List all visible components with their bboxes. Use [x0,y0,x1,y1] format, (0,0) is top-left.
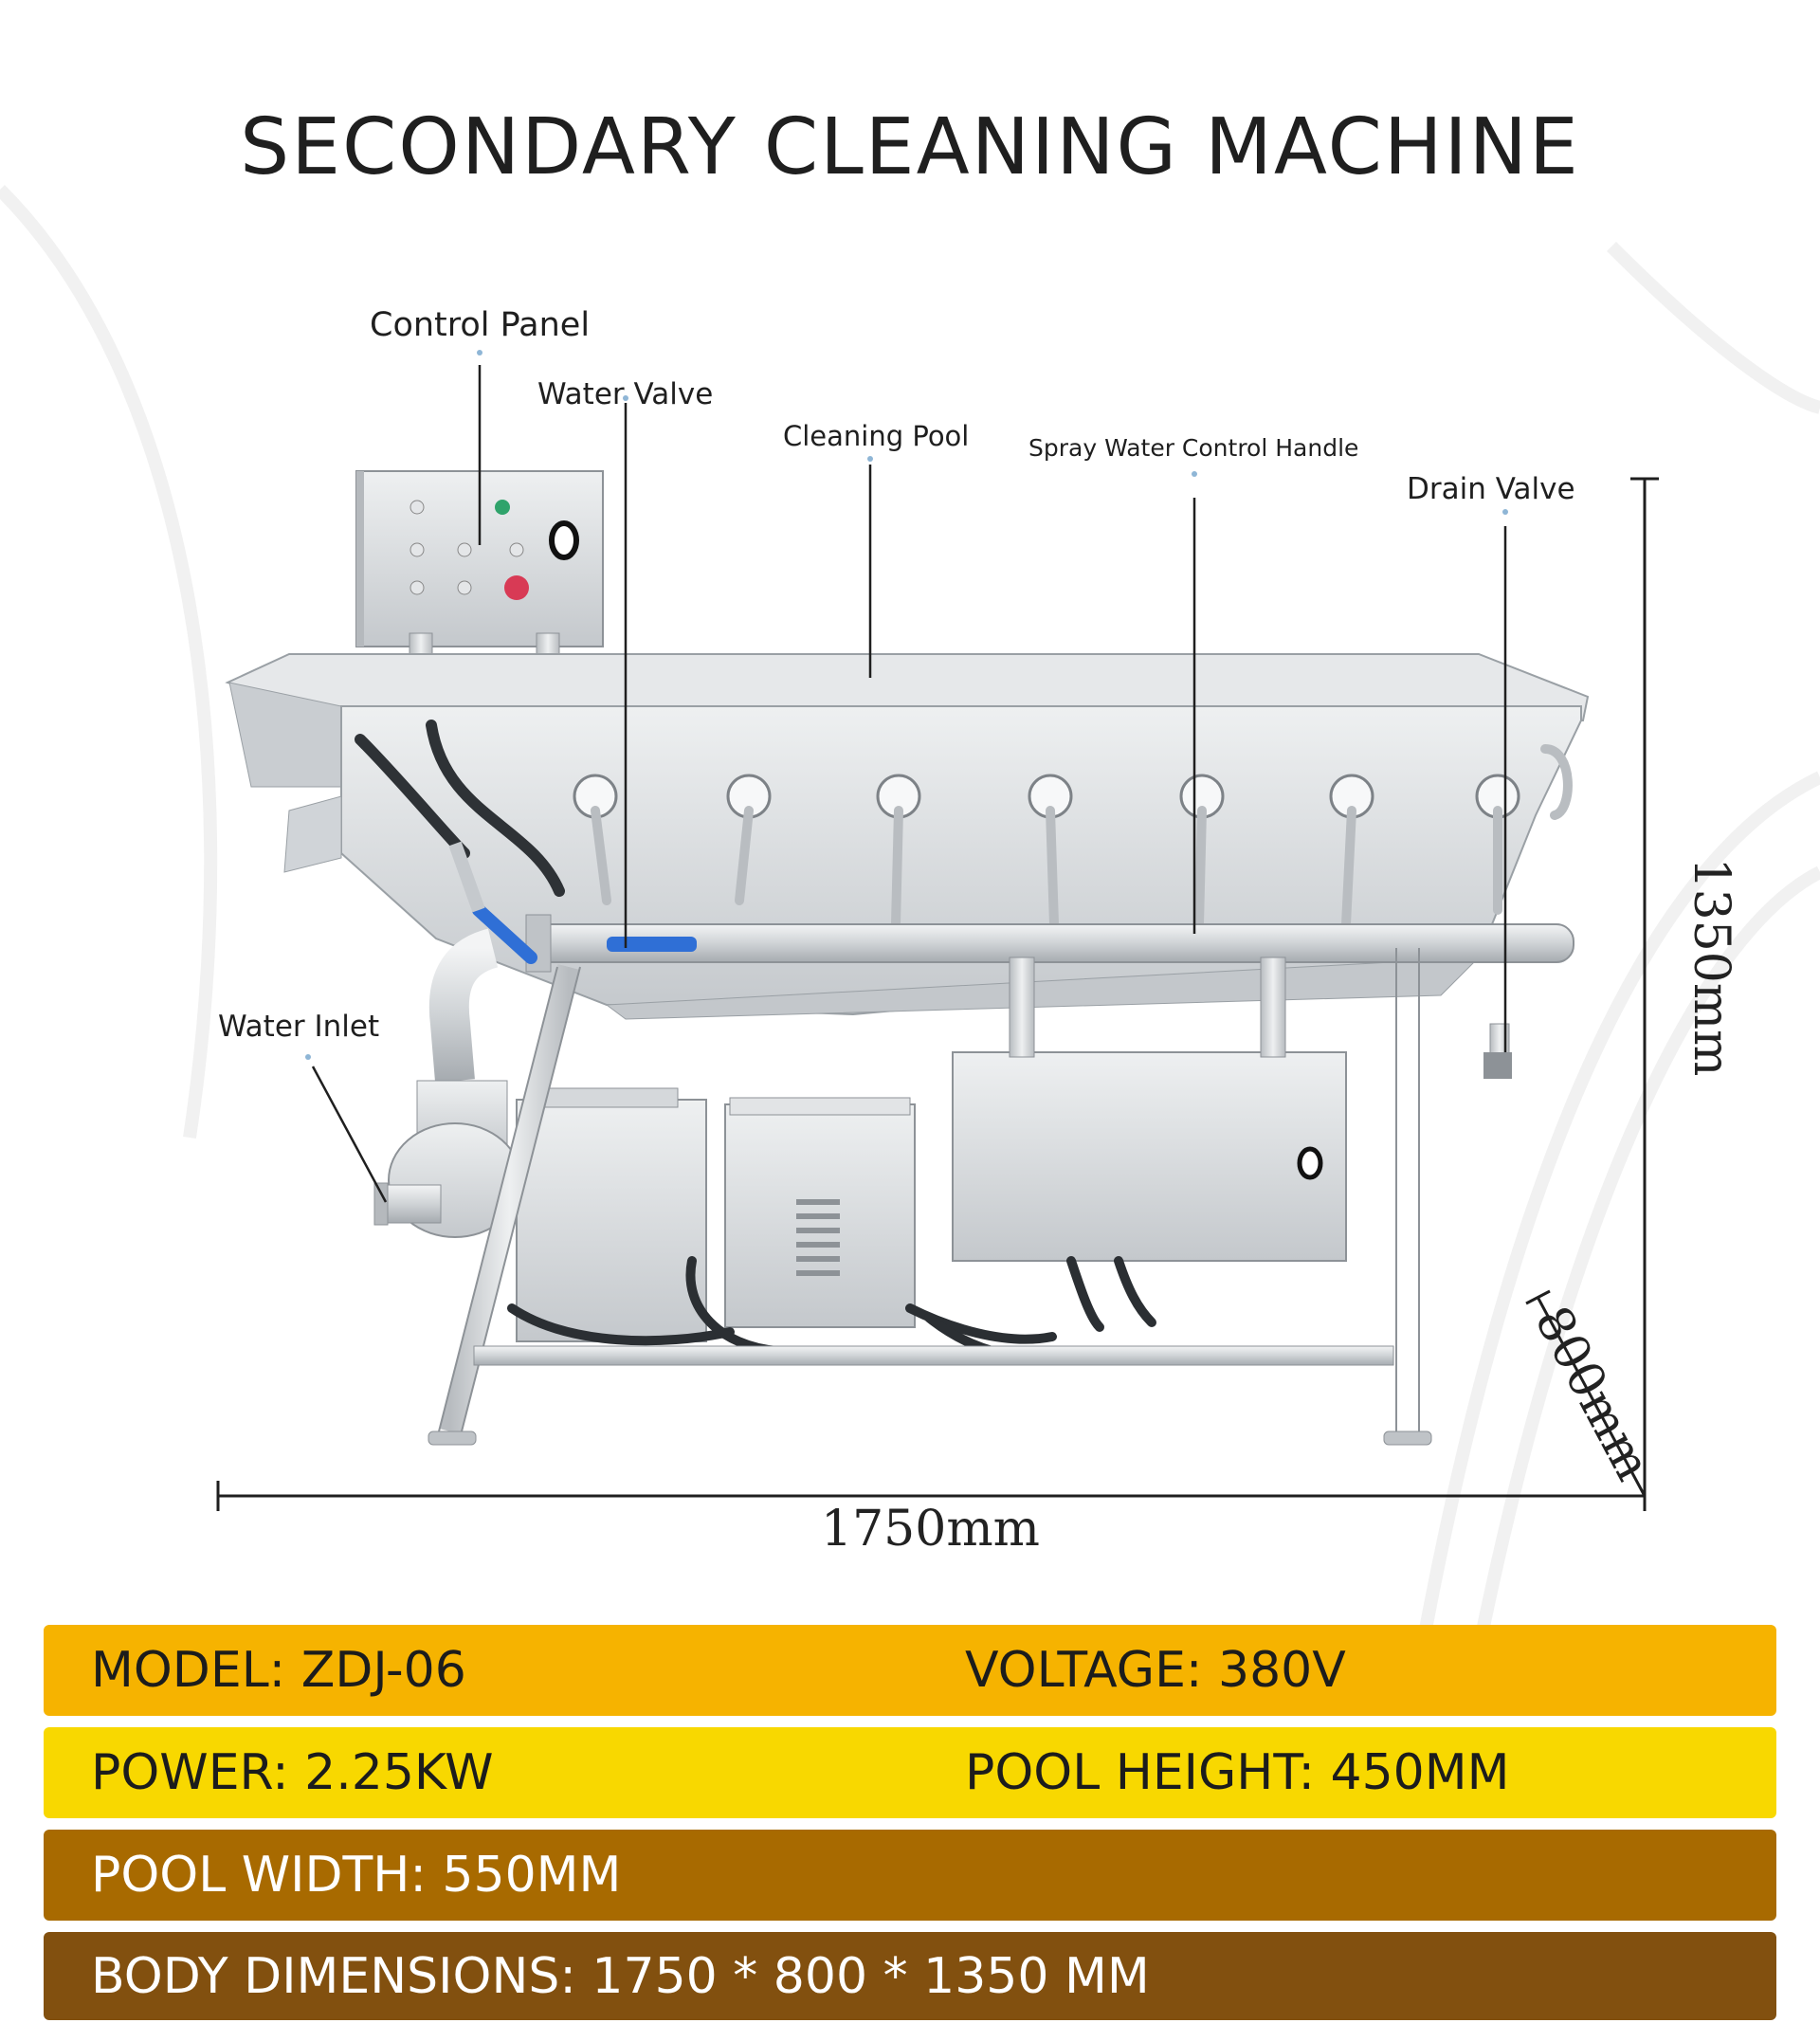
label-drain-valve: Drain Valve [1407,472,1575,506]
label-spray-water-control-handle: Spray Water Control Handle [1028,434,1359,462]
label-water-valve: Water Valve [537,377,714,411]
spec-model: MODEL: ZDJ-06 [91,1642,466,1699]
spec-row-model-voltage: MODEL: ZDJ-06 VOLTAGE: 380V [44,1625,1776,1716]
spec-power: POWER: 2.25KW [91,1744,494,1801]
spec-row-pool-width: POOL WIDTH: 550MM [44,1830,1776,1921]
cleaning-pool-tank [225,653,1590,1020]
spec-pool-width: POOL WIDTH: 550MM [91,1847,622,1904]
machine-illustration [216,350,1659,1511]
spec-voltage: VOLTAGE: 380V [965,1642,1346,1699]
support-frame [439,948,1419,1434]
water-inlet-pump [373,928,522,1238]
spec-body-dimensions: BODY DIMENSIONS: 1750 * 800 * 1350 MM [91,1947,1150,2005]
spec-row-power-pool-height: POWER: 2.25KW POOL HEIGHT: 450MM [44,1727,1776,1818]
spec-row-body-dimensions: BODY DIMENSIONS: 1750 * 800 * 1350 MM [44,1932,1776,2020]
dimension-height: 1350mm [1683,857,1739,1077]
label-water-inlet: Water Inlet [218,1010,380,1044]
drain-valve [1483,1023,1512,1079]
label-control-panel: Control Panel [370,306,591,344]
spec-pool-height: POOL HEIGHT: 450MM [965,1744,1510,1801]
motor-boxes [516,957,1347,1342]
dimension-length: 1750mm [821,1501,1040,1558]
spray-handles [573,774,1520,819]
page-title: SECONDARY CLEANING MACHINE [240,102,1580,192]
water-valve [448,841,697,964]
label-cleaning-pool: Cleaning Pool [783,420,970,452]
background-decoration [0,185,1820,1649]
